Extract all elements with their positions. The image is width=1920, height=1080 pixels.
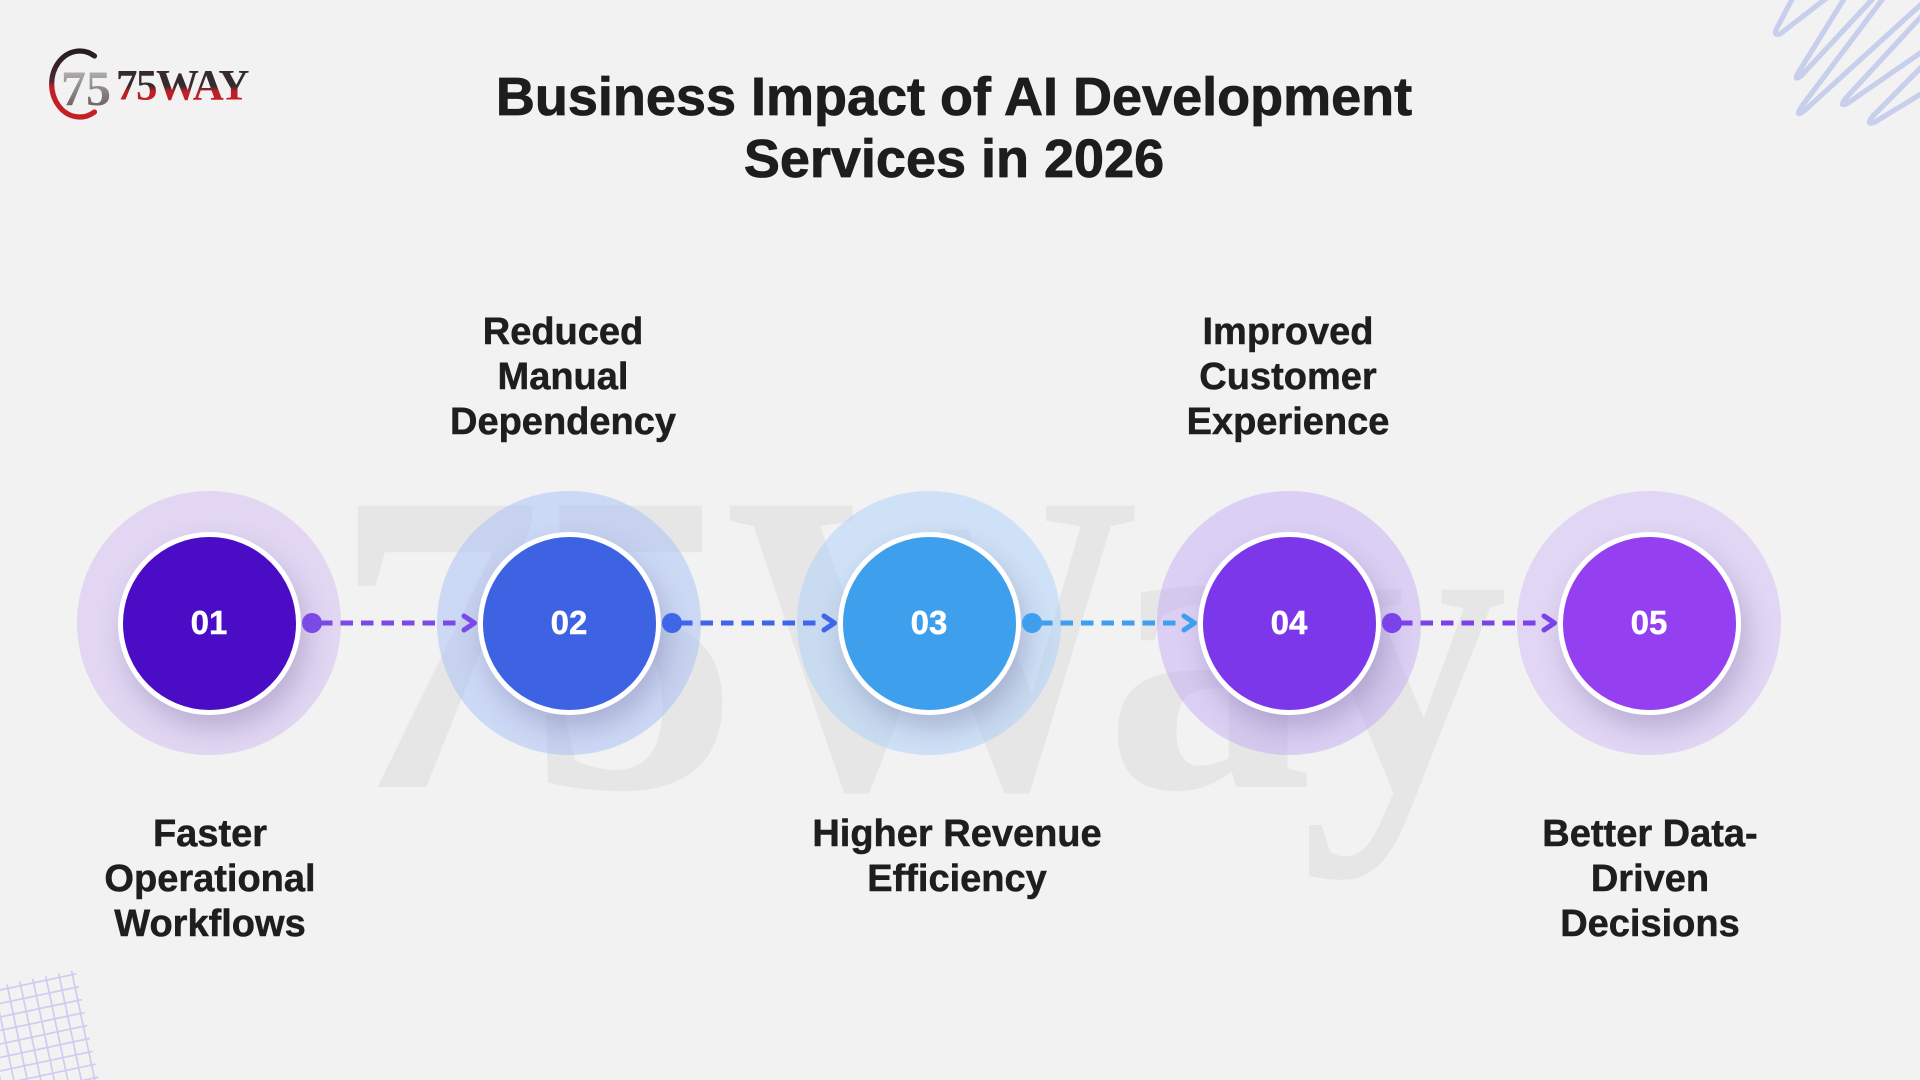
svg-text:75: 75 xyxy=(61,60,111,116)
svg-text:75WAY: 75WAY xyxy=(116,63,249,110)
